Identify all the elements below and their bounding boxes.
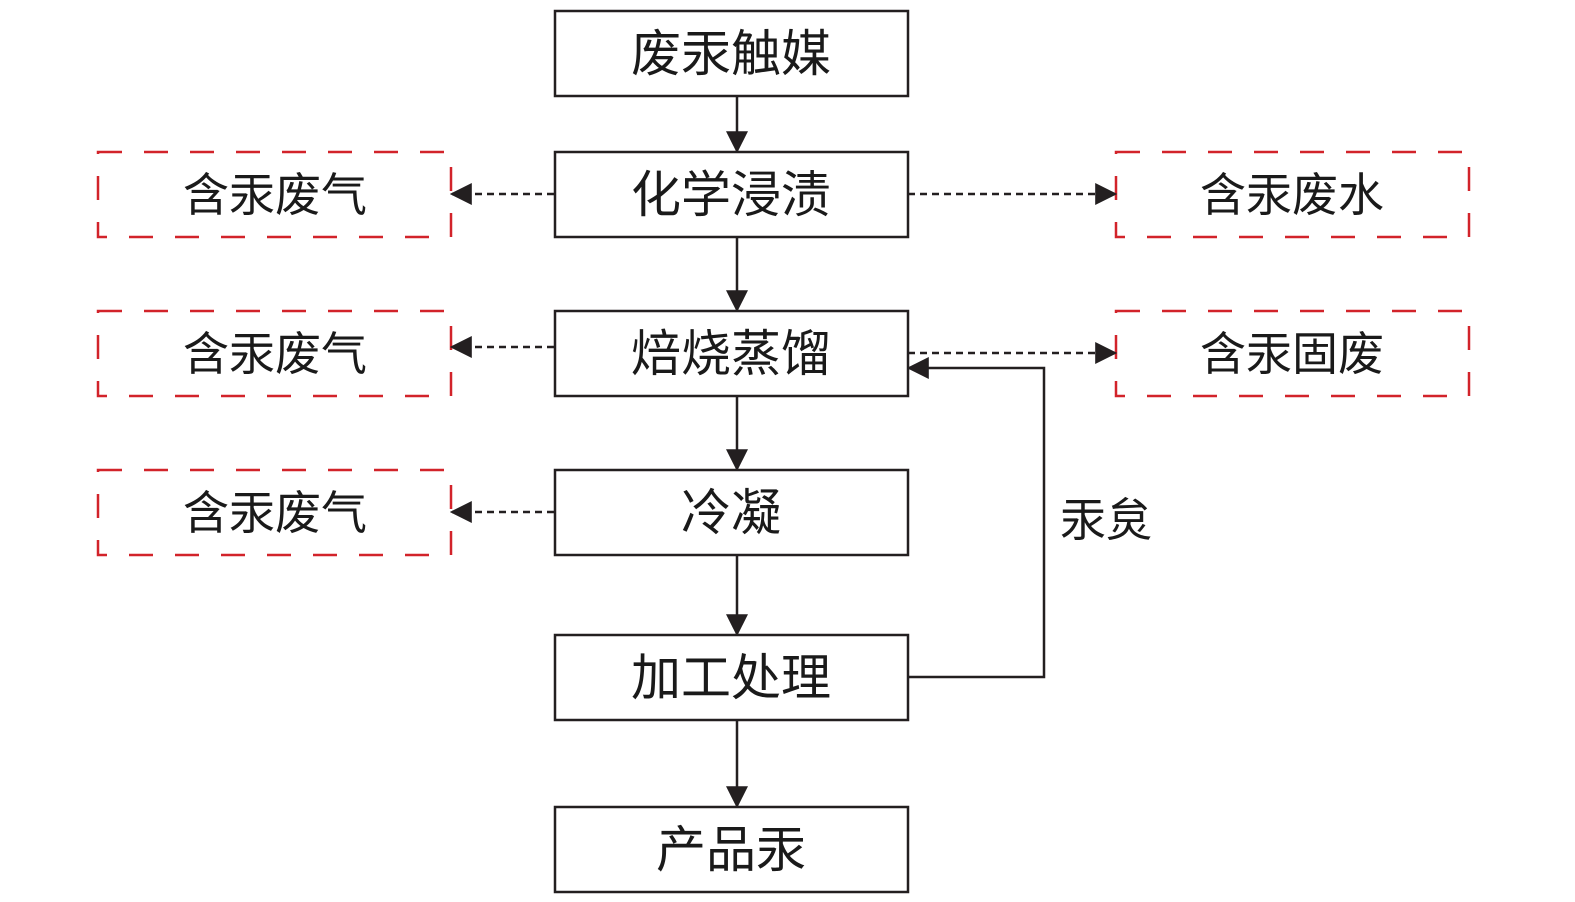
- byproduct-box-left-3: 含汞废气: [96, 468, 453, 557]
- byproduct-label-right-1: 含汞废水: [1200, 168, 1384, 222]
- recycle-arrow: [906, 357, 1046, 679]
- byproduct-label-left-3: 含汞废气: [183, 486, 367, 540]
- step-label-chemical-impregnation: 化学浸渍: [631, 166, 831, 224]
- step-label-waste-catalyst: 废汞触媒: [631, 25, 831, 83]
- byproduct-label-left-2: 含汞废气: [183, 327, 367, 381]
- recycle-label: 汞炱: [1060, 493, 1152, 547]
- step-box-roasting-distillation: 焙烧蒸馏: [553, 309, 910, 398]
- byproduct-box-left-2: 含汞废气: [96, 309, 453, 398]
- byproduct-box-right-1: 含汞废水: [1114, 150, 1471, 239]
- step-box-waste-catalyst: 废汞触媒: [553, 9, 910, 98]
- byproduct-box-right-2: 含汞固废: [1114, 309, 1471, 398]
- byproduct-label-left-1: 含汞废气: [183, 168, 367, 222]
- byproduct-box-left-1: 含汞废气: [96, 150, 453, 239]
- step-box-condensation: 冷凝: [553, 468, 910, 557]
- step-label-processing: 加工处理: [631, 649, 831, 707]
- step-box-processing: 加工处理: [553, 633, 910, 722]
- step-label-roasting-distillation: 焙烧蒸馏: [631, 325, 831, 383]
- step-box-chemical-impregnation: 化学浸渍: [553, 150, 910, 239]
- step-label-condensation: 冷凝: [681, 484, 781, 542]
- step-label-product-mercury: 产品汞: [656, 821, 806, 879]
- step-box-product-mercury: 产品汞: [553, 805, 910, 894]
- byproduct-label-right-2: 含汞固废: [1200, 327, 1384, 381]
